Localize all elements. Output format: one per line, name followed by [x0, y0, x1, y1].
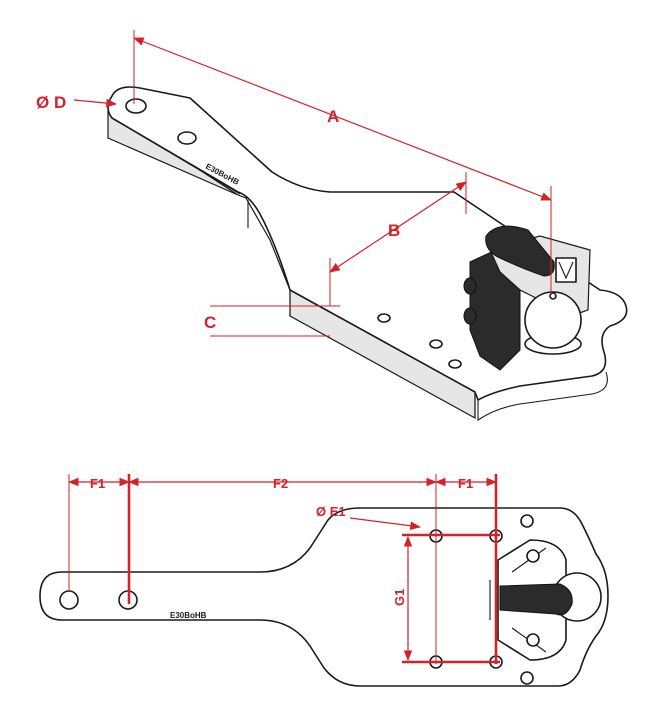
warning-sticker	[555, 257, 577, 283]
ball-center-mark	[549, 292, 557, 300]
plate-hole-3	[448, 359, 462, 369]
plan-plate-hole-bottom	[520, 671, 534, 685]
dim-g1-label: G1	[392, 589, 407, 606]
fastener-1	[463, 277, 477, 295]
bar-hole-2	[177, 131, 197, 145]
bar-hole-1	[125, 98, 147, 114]
tow-ball	[524, 291, 582, 349]
plan-bolt-bottom	[526, 633, 540, 647]
dim-f2-label: F2	[273, 476, 288, 491]
plate-edge	[477, 371, 608, 422]
iso-dimensions: A Ø D B C	[36, 30, 553, 337]
dim-b-label: B	[388, 221, 400, 240]
dim-c-label: C	[204, 313, 216, 332]
plan-dimensions: F1 F2 F1 Ø E1 G1	[67, 474, 500, 664]
plate-hole-1	[377, 313, 391, 323]
dim-d-label: Ø D	[36, 93, 66, 112]
isometric-view: E30BoHB	[107, 86, 628, 422]
plan-stamp-text: E30BoHB	[170, 611, 207, 620]
dim-f1-right-label: F1	[458, 476, 473, 491]
drawbar-plan-outline	[39, 507, 609, 687]
plan-plate-hole-top	[520, 514, 534, 528]
dim-d-leader	[73, 98, 118, 108]
dim-a-label: A	[327, 107, 339, 126]
dim-e1-label: Ø E1	[316, 504, 346, 519]
plan-coupling-lever	[499, 583, 573, 616]
plan-view: E30BoHB	[39, 507, 609, 687]
fastener-2	[463, 307, 477, 325]
dim-b-line	[329, 181, 467, 273]
plate-hole-2	[429, 339, 443, 349]
plan-bar-hole-1	[59, 590, 79, 610]
warning-sticker-mark	[558, 261, 574, 280]
dim-f1-left-label: F1	[90, 476, 105, 491]
dim-a-line	[132, 37, 553, 201]
dim-e1-leader	[349, 517, 422, 531]
plan-bolt-top	[526, 549, 540, 563]
coupling-lever	[485, 225, 555, 277]
